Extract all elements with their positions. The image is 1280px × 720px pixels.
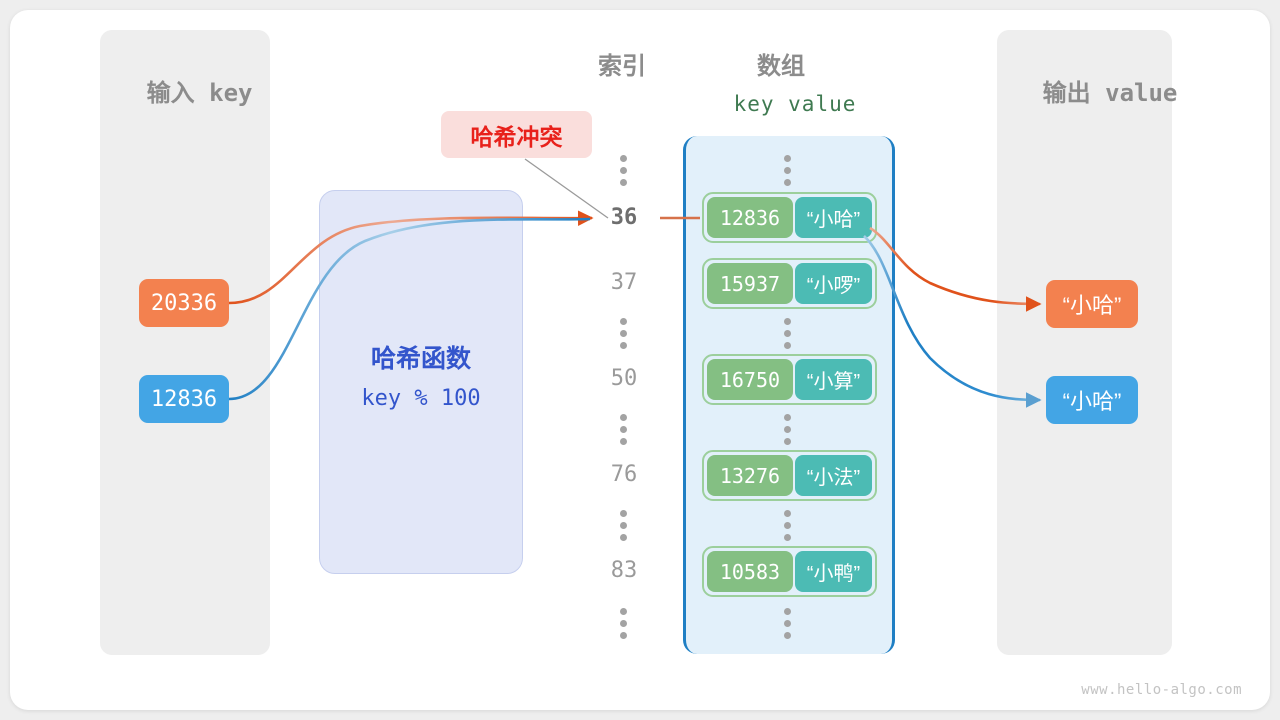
- index-label-37: 37: [610, 270, 638, 295]
- output-panel-title-cn: 输出 value: [1042, 79, 1178, 107]
- output-value-0: “小哈”: [1046, 280, 1138, 328]
- index-ellipsis-3: [620, 510, 628, 541]
- array-cell-76-key: 13276: [707, 455, 793, 496]
- array-cell-83-key: 10583: [707, 551, 793, 592]
- input-key-0: 20336: [139, 279, 229, 327]
- index-ellipsis-0: [620, 155, 628, 186]
- array-cell-76: 13276 “小法”: [702, 450, 877, 501]
- array-cell-50-key: 16750: [707, 359, 793, 400]
- input-key-1-value: 12836: [150, 386, 218, 412]
- array-cell-36-value: “小哈”: [794, 197, 872, 238]
- input-panel-title-cn: 输入 key: [146, 79, 253, 107]
- array-column-title: 数组: [757, 53, 805, 80]
- index-ellipsis-4: [620, 608, 628, 639]
- input-key-1: 12836: [139, 375, 229, 423]
- key-value-header: key value: [733, 92, 857, 116]
- output-value-1: “小哈”: [1046, 376, 1138, 424]
- hash-collision-badge: 哈希冲突: [441, 111, 592, 158]
- output-value-0-text: “小哈”: [1062, 293, 1122, 318]
- watermark: www.hello-algo.com: [1081, 682, 1242, 698]
- hash-function-formula: key % 100: [361, 386, 481, 411]
- array-cell-50-value: “小算”: [794, 359, 872, 400]
- index-label-50: 50: [610, 366, 638, 391]
- array-ellipsis-4: [784, 608, 792, 639]
- index-ellipsis-2: [620, 414, 628, 445]
- array-cell-37-key: 15937: [707, 263, 793, 304]
- array-ellipsis-0: [784, 155, 792, 186]
- array-cell-37: 15937 “小啰”: [702, 258, 877, 309]
- index-column-title: 索引: [598, 53, 646, 80]
- output-panel-title: 输出 value: [1016, 45, 1178, 136]
- array-cell-50: 16750 “小算”: [702, 354, 877, 405]
- output-value-1-text: “小哈”: [1062, 389, 1122, 414]
- input-key-0-value: 20336: [150, 290, 218, 316]
- index-label-36: 36: [610, 205, 638, 230]
- array-ellipsis-1: [784, 318, 792, 349]
- index-label-76: 76: [610, 462, 638, 487]
- array-ellipsis-3: [784, 510, 792, 541]
- array-cell-36: 12836 “小哈”: [702, 192, 877, 243]
- array-cell-83-value: “小鸭”: [794, 551, 872, 592]
- index-ellipsis-1: [620, 318, 628, 349]
- hash-function-box: 哈希函数 key % 100: [319, 190, 523, 574]
- array-cell-83: 10583 “小鸭”: [702, 546, 877, 597]
- array-cell-36-key: 12836: [707, 197, 793, 238]
- array-cell-37-value: “小啰”: [794, 263, 872, 304]
- array-ellipsis-2: [784, 414, 792, 445]
- input-panel-title: 输入 key: [120, 45, 253, 136]
- hash-function-name: 哈希函数: [370, 345, 471, 373]
- index-label-83: 83: [610, 558, 638, 583]
- array-cell-76-value: “小法”: [794, 455, 872, 496]
- hash-collision-label: 哈希冲突: [470, 123, 563, 150]
